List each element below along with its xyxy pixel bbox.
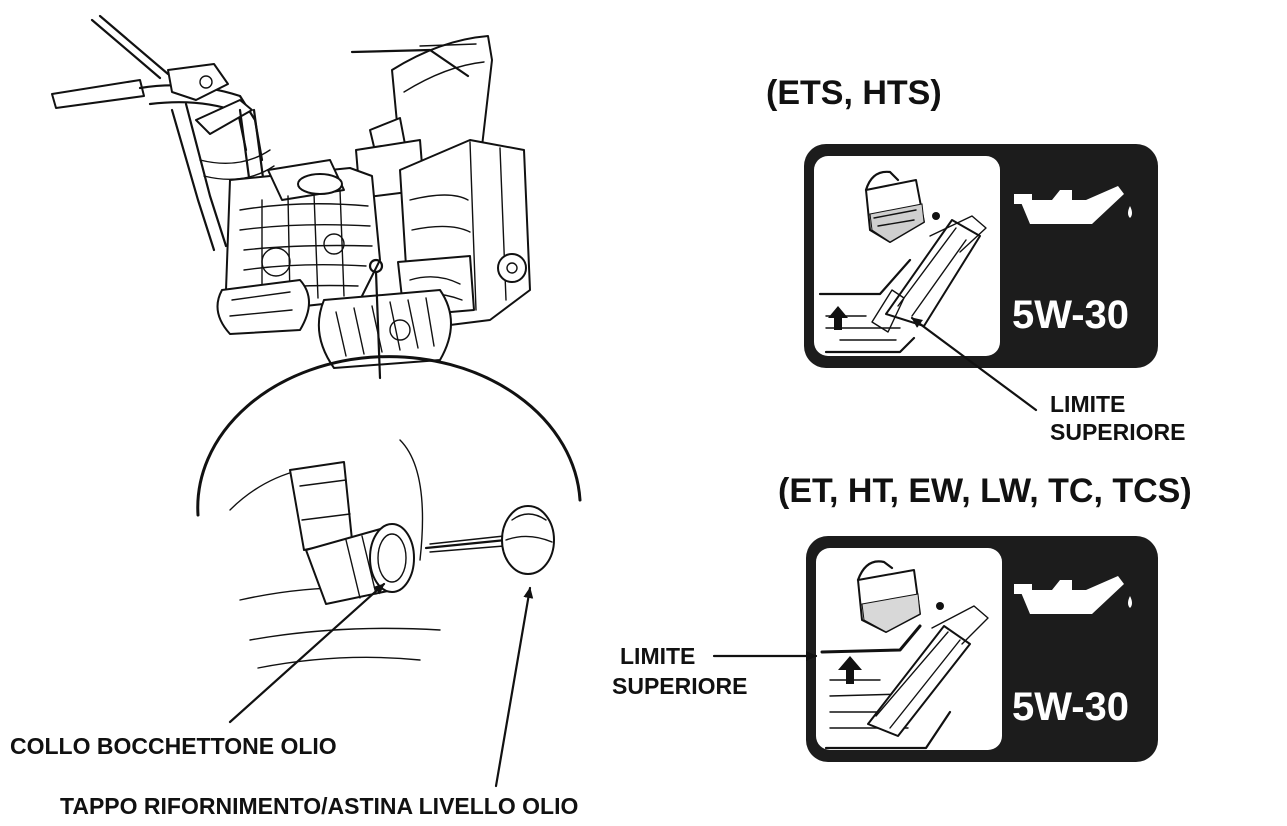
upper-limit-bottom-line1: LIMITE xyxy=(620,643,695,669)
oil-grade-top: 5W-30 xyxy=(1012,293,1129,337)
detail-leader-line xyxy=(374,270,382,380)
track-right xyxy=(317,289,452,369)
upper-limit-leader-top xyxy=(910,316,1038,412)
cap-leader xyxy=(494,586,534,788)
pouring-jug-icon xyxy=(856,560,921,633)
filler-cap-dipstick-label: TAPPO RIFORNIMENTO/ASTINA LIVELLO OLIO xyxy=(60,793,578,819)
snowblower-illustration xyxy=(51,14,531,380)
track-left xyxy=(216,279,310,335)
oil-filler-neck-label: COLLO BOCCHETTONE OLIO xyxy=(10,733,337,759)
upper-limit-top-line2: SUPERIORE xyxy=(1050,419,1185,445)
upper-limit-top-line1: LIMITE xyxy=(1050,391,1125,417)
oil-decal-top: 5W-30 xyxy=(804,144,1158,368)
neck-leader xyxy=(228,582,386,724)
model-header-top: (ETS, HTS) xyxy=(766,74,942,112)
pouring-jug-icon xyxy=(864,170,925,243)
model-header-bottom: (ET, HT, EW, LW, TC, TCS) xyxy=(778,472,1192,510)
filler-cap-dipstick xyxy=(424,505,555,575)
oil-can-icon xyxy=(1014,186,1132,224)
detail-magnifier xyxy=(196,355,582,669)
oil-can-icon xyxy=(1014,576,1132,614)
oil-grade-bottom: 5W-30 xyxy=(1012,685,1129,729)
auger-housing xyxy=(397,139,531,331)
oil-decal-bottom: 5W-30 xyxy=(806,536,1158,762)
up-arrow-icon xyxy=(828,306,848,330)
upper-limit-bottom-line2: SUPERIORE xyxy=(612,673,747,699)
up-arrow-icon xyxy=(838,656,862,684)
engine xyxy=(225,159,381,313)
handlebar xyxy=(51,14,296,322)
